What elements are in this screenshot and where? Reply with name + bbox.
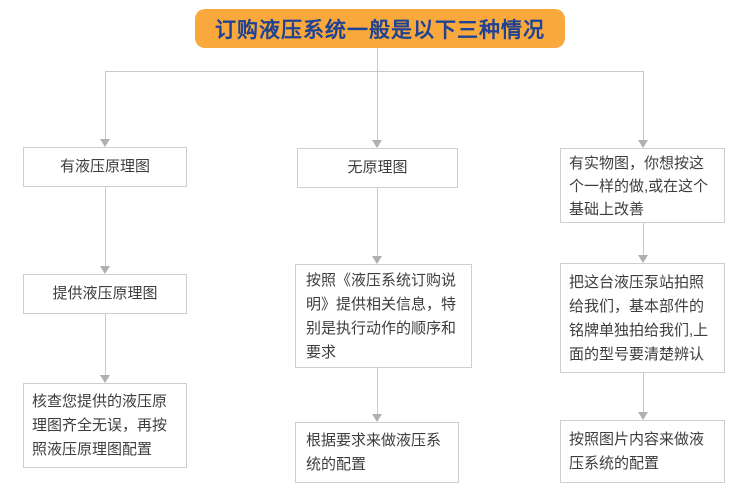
flow-box-label: 核查您提供的液压原理图齐全无误，再按照液压原理图配置 bbox=[32, 393, 168, 458]
connector-branch-middle bbox=[377, 71, 378, 140]
flow-box-left-1: 有液压原理图 bbox=[23, 147, 187, 187]
arrow-down-icon bbox=[372, 414, 382, 422]
arrow-down-icon bbox=[100, 139, 110, 147]
flow-box-label: 有液压原理图 bbox=[59, 158, 150, 175]
connector-right-2-3 bbox=[643, 373, 644, 412]
flow-box-left-3: 核查您提供的液压原理图齐全无误，再按照液压原理图配置 bbox=[23, 383, 187, 468]
arrow-down-icon bbox=[100, 375, 110, 383]
connector-title-trunk bbox=[377, 48, 378, 71]
flow-box-right-3: 按照图片内容来做液压系统的配置 bbox=[560, 420, 725, 483]
flow-box-left-2: 提供液压原理图 bbox=[23, 274, 187, 314]
flow-box-label: 按照《液压系统订购说明》提供相关信息，特别是执行动作的顺序和要求 bbox=[306, 272, 457, 361]
flow-box-middle-2: 按照《液压系统订购说明》提供相关信息，特别是执行动作的顺序和要求 bbox=[295, 264, 472, 368]
arrow-down-icon bbox=[638, 255, 648, 263]
arrow-down-icon bbox=[100, 266, 110, 274]
flow-box-middle-3: 根据要求来做液压系统的配置 bbox=[295, 422, 459, 483]
arrow-down-icon bbox=[372, 256, 382, 264]
flow-box-label: 提供液压原理图 bbox=[52, 285, 158, 302]
connector-branch-left bbox=[105, 71, 106, 139]
title-label: 订购液压系统一般是以下三种情况 bbox=[215, 18, 545, 42]
arrow-down-icon bbox=[638, 140, 648, 148]
flow-box-label: 按照图片内容来做液压系统的配置 bbox=[569, 431, 705, 472]
connector-branch-rail bbox=[105, 71, 644, 72]
connector-right-1-2 bbox=[643, 223, 644, 255]
connector-branch-right bbox=[643, 71, 644, 140]
connector-left-2-3 bbox=[105, 314, 106, 375]
connector-left-1-2 bbox=[105, 187, 106, 266]
title-banner: 订购液压系统一般是以下三种情况 bbox=[195, 9, 565, 48]
connector-middle-1-2 bbox=[377, 188, 378, 256]
flow-box-middle-1: 无原理图 bbox=[297, 148, 458, 188]
flow-box-label: 把这台液压泵站拍照给我们，基本部件的铭牌单独拍给我们,上面的型号要清楚辨认 bbox=[569, 274, 709, 363]
arrow-down-icon bbox=[372, 140, 382, 148]
connector-middle-2-3 bbox=[377, 368, 378, 414]
flow-box-label: 有实物图，你想按这个一样的做,或在这个基础上改善 bbox=[569, 155, 709, 218]
arrow-down-icon bbox=[638, 412, 648, 420]
flow-box-label: 根据要求来做液压系统的配置 bbox=[306, 432, 442, 473]
flow-box-right-2: 把这台液压泵站拍照给我们，基本部件的铭牌单独拍给我们,上面的型号要清楚辨认 bbox=[560, 263, 725, 373]
flow-box-label: 无原理图 bbox=[347, 159, 408, 176]
flow-box-right-1: 有实物图，你想按这个一样的做,或在这个基础上改善 bbox=[560, 148, 725, 223]
